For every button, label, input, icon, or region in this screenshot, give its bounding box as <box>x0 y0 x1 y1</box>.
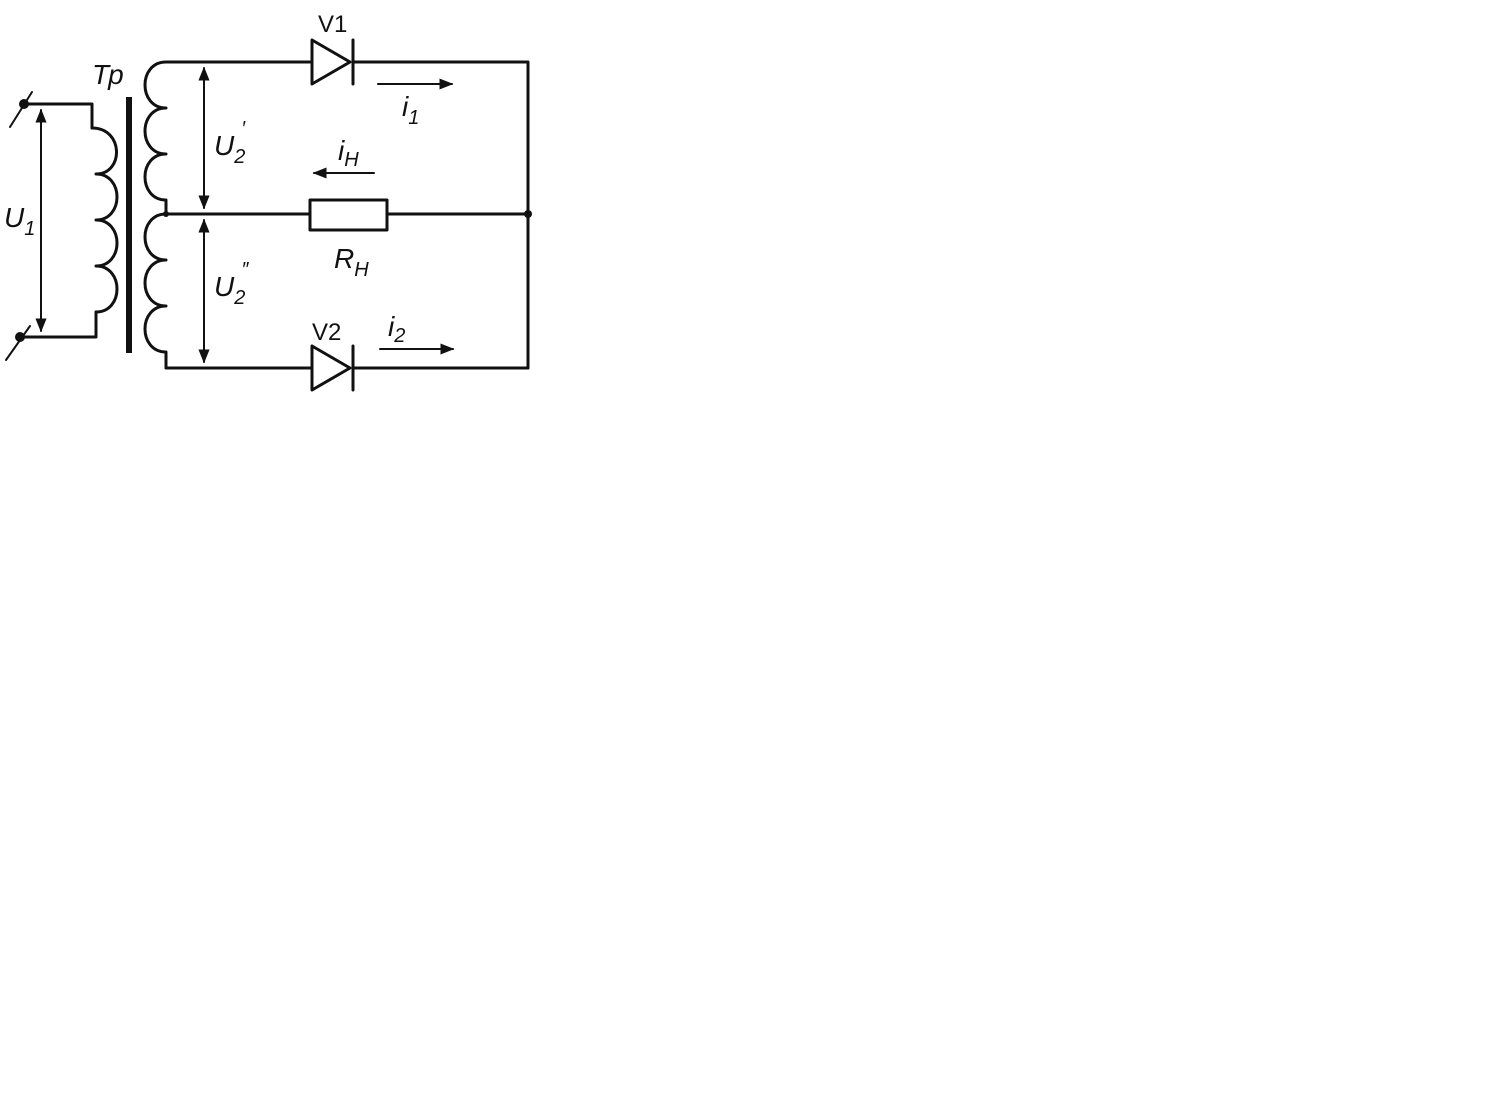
load-resistor-label: RН <box>334 243 369 281</box>
primary-winding <box>90 126 119 314</box>
current-upper: i1 <box>377 78 454 129</box>
diode-v1-triangle <box>310 38 352 86</box>
diode-v1-label: V1 <box>318 11 347 38</box>
secondary-circuit: U2′ U2″ <box>143 60 532 370</box>
secondary-upper-voltage-label: U2′ <box>214 118 246 168</box>
current-load: iН <box>312 135 375 179</box>
primary-circuit: U1 <box>4 91 119 361</box>
diode-v2: V2 <box>310 319 355 392</box>
load-resistor: RН <box>308 198 389 281</box>
secondary-lower-voltage-label: U2″ <box>214 259 249 309</box>
diode-v1: V1 <box>310 11 355 86</box>
primary-wire-bottom <box>18 310 98 339</box>
secondary-lower-winding <box>143 212 168 370</box>
input-terminal-top-lead <box>9 91 33 128</box>
diode-v2-label: V2 <box>312 319 341 346</box>
current-upper-label: i1 <box>402 91 419 129</box>
input-terminal-bottom-lead <box>5 325 31 361</box>
top-rail-right-and-return <box>352 60 530 370</box>
diode-v2-triangle <box>310 344 352 392</box>
primary-wire-top <box>22 102 94 130</box>
transformer-label: Тр <box>92 59 124 90</box>
primary-voltage-label: U1 <box>4 202 35 240</box>
current-lower: i2 <box>379 311 455 355</box>
current-lower-label: i2 <box>388 311 405 347</box>
output-junction-node <box>524 210 532 218</box>
center-tap-node <box>163 211 169 217</box>
secondary-upper-winding <box>143 60 168 216</box>
load-resistor-body <box>308 198 389 232</box>
current-load-label: iН <box>338 135 359 171</box>
